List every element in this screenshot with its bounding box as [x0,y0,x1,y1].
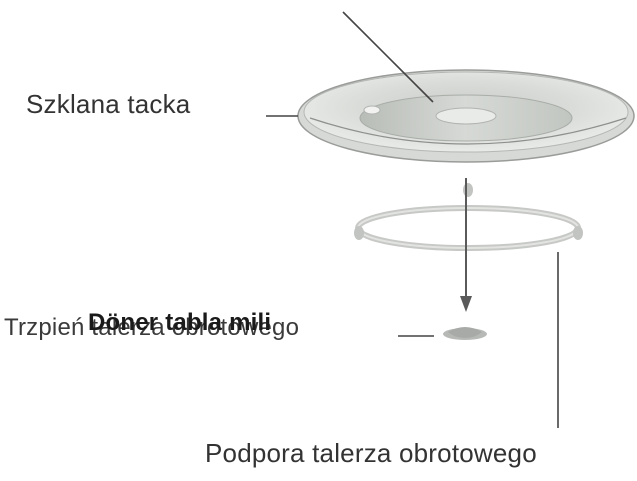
label-glass-tray: Szklana tacka [26,89,191,119]
leader-line-top [342,11,434,103]
leader-lines [266,11,559,428]
glass-tray [297,69,635,163]
label-support: Podpora talerza obrotowego [205,438,537,468]
support-ring [354,183,583,251]
label-spindle: Trzpień talerza obrotowego [4,314,300,341]
spindle-coupling [443,327,487,340]
shaft-arrow [460,178,472,312]
label-shaft: Döner tabla mili [88,309,272,336]
